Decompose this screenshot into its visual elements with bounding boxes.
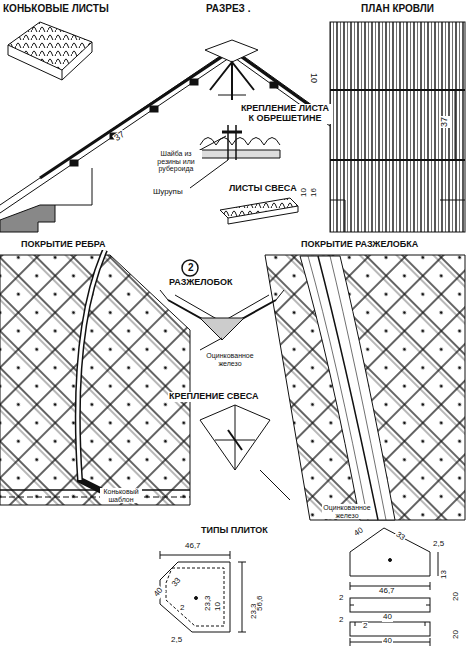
note: Шурупы	[152, 188, 184, 197]
dimension: 37	[112, 129, 127, 144]
dimension: 2,5	[170, 636, 183, 645]
dimension: 46,7	[378, 587, 396, 596]
dimension: 10	[214, 601, 223, 612]
callout-number: 2	[187, 262, 195, 273]
heading: КРЕПЛЕНИЕ ЛИСТА К ОБРЕШЕТИНЕ	[238, 104, 332, 124]
dimension: 2	[338, 594, 344, 603]
heading: КРЕПЛЕНИЕ СВЕСА	[168, 392, 260, 402]
dimension: 20	[452, 629, 461, 640]
note: Оцинкованное железо	[322, 504, 372, 519]
dimension: 10	[308, 72, 318, 84]
dimension: 40	[352, 526, 366, 539]
dimension: 46,7	[184, 542, 202, 551]
dimension: 13	[440, 569, 449, 580]
dimension: 40	[382, 637, 393, 646]
heading: ПЛАН КРОВЛИ	[360, 3, 435, 14]
heading: КОНЬКОВЫЕ ЛИСТЫ	[2, 3, 110, 14]
note: Оцинкованное железо	[205, 352, 255, 367]
heading: РАЗРЕЗ .	[205, 3, 251, 14]
heading: ПОКРЫТИЕ РЕБРА	[20, 240, 106, 250]
dimension: 2,5	[432, 540, 445, 549]
dimension: 2	[362, 622, 368, 631]
dimension: 10	[300, 187, 309, 198]
heading: ТИПЫ ПЛИТОК	[200, 526, 269, 536]
note: Шайба из резины или рубероида	[150, 150, 202, 173]
heading: ЛИСТЫ СВЕСА	[228, 184, 298, 194]
dimension: 56,6	[256, 594, 265, 612]
heading: РАЗЖЕЛОБОК	[168, 278, 234, 288]
dimension: 37	[440, 116, 450, 128]
dimension: 20	[452, 591, 461, 602]
dimension: 23,3	[204, 594, 213, 612]
note: Коньковый шаблон	[100, 488, 142, 503]
dimension: 40	[382, 613, 393, 622]
dimension: 16	[310, 187, 319, 198]
heading: ПОКРЫТИЕ РАЗЖЕЛОБКА	[300, 240, 419, 250]
dimension: 2	[338, 616, 344, 625]
dimension: 2	[179, 604, 185, 613]
